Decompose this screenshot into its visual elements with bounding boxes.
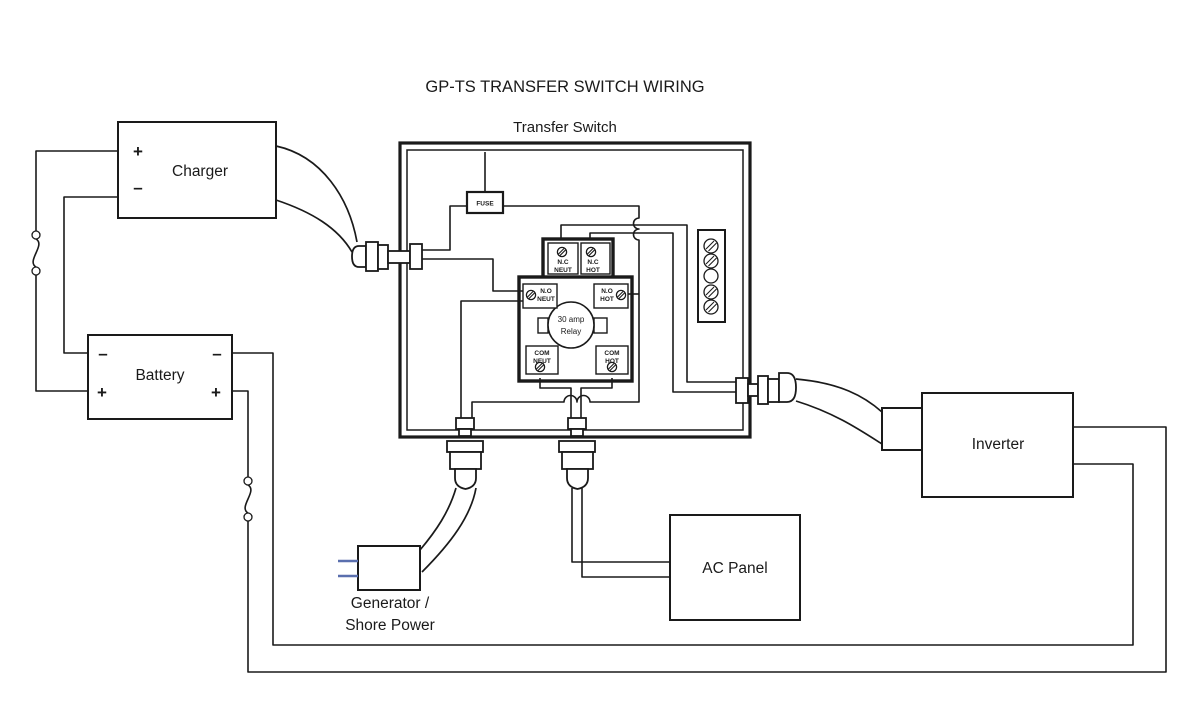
ac-panel: AC Panel — [669, 514, 801, 621]
breaker-terminal — [243, 476, 253, 486]
inverter-label: Inverter — [972, 436, 1025, 453]
generator-label-line2: Shore Power — [345, 617, 435, 634]
wire-generator-neutral — [460, 300, 524, 419]
relay-label-line1: 30 amp — [558, 315, 585, 324]
terminal-com-neut-label2: NEUT — [533, 358, 551, 365]
diagram-title: GP-TS TRANSFER SWITCH WIRING — [425, 78, 704, 96]
inverter-cable — [795, 378, 883, 413]
terminal-strip-hole — [703, 268, 719, 284]
terminal-strip — [697, 229, 726, 323]
terminal-no-hot-label1: N.O — [601, 288, 613, 295]
screw-icon — [556, 246, 568, 258]
wire-nc-hot-to-inverter — [589, 232, 736, 393]
terminal-com-hot-label1: COM — [604, 350, 619, 357]
terminal-no-neut-label1: N.O — [540, 288, 552, 295]
ac-panel-label: AC Panel — [702, 560, 767, 577]
breaker-terminal — [31, 230, 41, 240]
screw-icon — [703, 238, 719, 254]
inverter: Inverter — [881, 392, 1074, 498]
charger-cable — [275, 199, 353, 253]
breaker-terminal — [243, 512, 253, 522]
terminal-no-hot-label2: HOT — [600, 296, 614, 303]
terminal-com-hot-label2: HOT — [605, 358, 619, 365]
wire-charger-plus — [35, 150, 118, 231]
wire-battery-plus — [232, 390, 249, 477]
inverter-cable — [795, 400, 883, 445]
wire-to-ac-panel-2 — [581, 488, 670, 578]
battery-plus-sign: + — [97, 383, 107, 402]
generator-cable — [419, 487, 457, 551]
screw-icon — [534, 361, 546, 373]
battery-label: Battery — [135, 367, 184, 384]
generator-cable — [421, 487, 477, 573]
wire-gland-to-no-neut — [422, 258, 524, 292]
charger-plus-sign: + — [133, 142, 143, 161]
fuse: FUSE — [465, 190, 505, 215]
wire-breaker-to-inverter — [247, 426, 1167, 673]
screw-icon — [703, 299, 719, 315]
screw-icon — [615, 289, 627, 301]
transfer-switch-enclosure — [398, 141, 752, 439]
battery: Battery – + – + — [87, 334, 233, 420]
relay-tab-left — [537, 317, 549, 334]
battery-minus-sign: – — [98, 344, 107, 363]
charger-label: Charger — [172, 163, 228, 180]
relay-terminals: N.C NEUT N.C HOT N.O NEUT N.O HOT COM NE… — [522, 242, 629, 375]
charger-cable — [275, 145, 358, 243]
wire-to-ac-panel-1 — [571, 488, 670, 563]
wire-charger-minus — [63, 196, 118, 354]
terminal-no-neut-label2: NEUT — [537, 296, 555, 303]
terminal-nc-neut-label1: N.C — [557, 259, 569, 266]
generator-label-line1: Generator / — [351, 595, 430, 612]
cable-gland-bottom-left — [446, 417, 484, 490]
battery-plus-sign: + — [211, 383, 221, 402]
battery-minus-sign: – — [212, 344, 221, 363]
generator: Generator / Shore Power — [338, 545, 435, 634]
breaker-s-curve — [32, 238, 40, 268]
cable-gland-bottom-right — [558, 417, 596, 490]
relay-tab-right — [593, 317, 608, 334]
screw-icon — [703, 253, 719, 269]
wire-battery-minus-inverter — [232, 352, 1134, 646]
cable-gland-right — [735, 372, 797, 405]
terminal-nc-hot — [580, 242, 611, 275]
external-cables — [275, 145, 883, 573]
breaker-terminal — [31, 266, 41, 276]
wire-com-hot-down — [580, 378, 613, 420]
breaker-s-curve — [244, 484, 252, 514]
internal-wiring — [422, 152, 736, 578]
wire-nc-neut-to-inverter — [560, 224, 736, 383]
dc-wiring — [31, 150, 1167, 673]
charger: Charger + – — [117, 121, 277, 219]
terminal-com-neut-label1: COM — [534, 350, 549, 357]
screw-icon — [585, 246, 597, 258]
wire-com-neut-down — [539, 378, 572, 420]
terminal-nc-neut-label2: NEUT — [554, 267, 572, 274]
inverter-cable-entry — [881, 407, 923, 451]
terminal-nc-hot-label2: HOT — [586, 267, 600, 274]
screw-icon — [525, 289, 537, 301]
fuse-label: FUSE — [476, 201, 494, 208]
charger-minus-sign: – — [133, 178, 142, 197]
wire-gland-to-fuse — [422, 205, 467, 251]
terminal-no-hot — [593, 283, 629, 309]
relay-coil-circle — [547, 301, 595, 349]
screw-icon — [703, 284, 719, 300]
relay-label-line2: Relay — [561, 327, 581, 336]
terminal-nc-hot-label1: N.C — [587, 259, 599, 266]
cable-gland-left — [351, 241, 423, 272]
screw-icon — [606, 361, 618, 373]
wire-breaker-to-battery-plus — [35, 275, 88, 392]
transfer-switch-label: Transfer Switch — [513, 119, 617, 136]
